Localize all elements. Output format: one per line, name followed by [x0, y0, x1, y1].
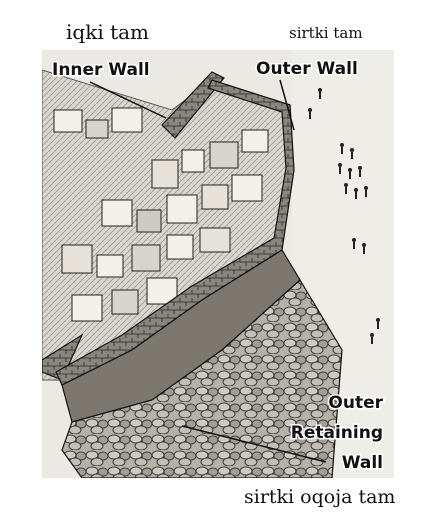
soldiers — [308, 88, 380, 344]
label-outer-retaining-line1: Outer — [328, 393, 383, 413]
label-outer-wall: Outer Wall — [256, 59, 358, 79]
houses — [53, 107, 269, 322]
caption-inner-wall: iqki tam — [66, 20, 149, 44]
label-outer-retaining-line3: Wall — [342, 453, 383, 473]
city-walls-illustration: Inner Wall Outer Wall Outer Retaining Wa… — [42, 50, 394, 478]
label-outer-retaining-line2: Retaining — [291, 423, 383, 443]
label-inner-wall: Inner Wall — [52, 60, 150, 80]
walls-drawing: Inner Wall Outer Wall Outer Retaining Wa… — [42, 50, 394, 478]
outer-retaining-wall — [61, 279, 343, 478]
outer-wall — [55, 79, 295, 386]
retaining-wall-leader — [181, 425, 327, 463]
inner-wall-leader — [89, 81, 167, 119]
caption-outer-wall: sirtki tam — [289, 24, 363, 42]
outer-wall-leader — [279, 79, 295, 131]
inner-wall-lower — [42, 333, 84, 381]
caption-outer-retaining-wall: sirtki oqoja tam — [244, 486, 396, 508]
